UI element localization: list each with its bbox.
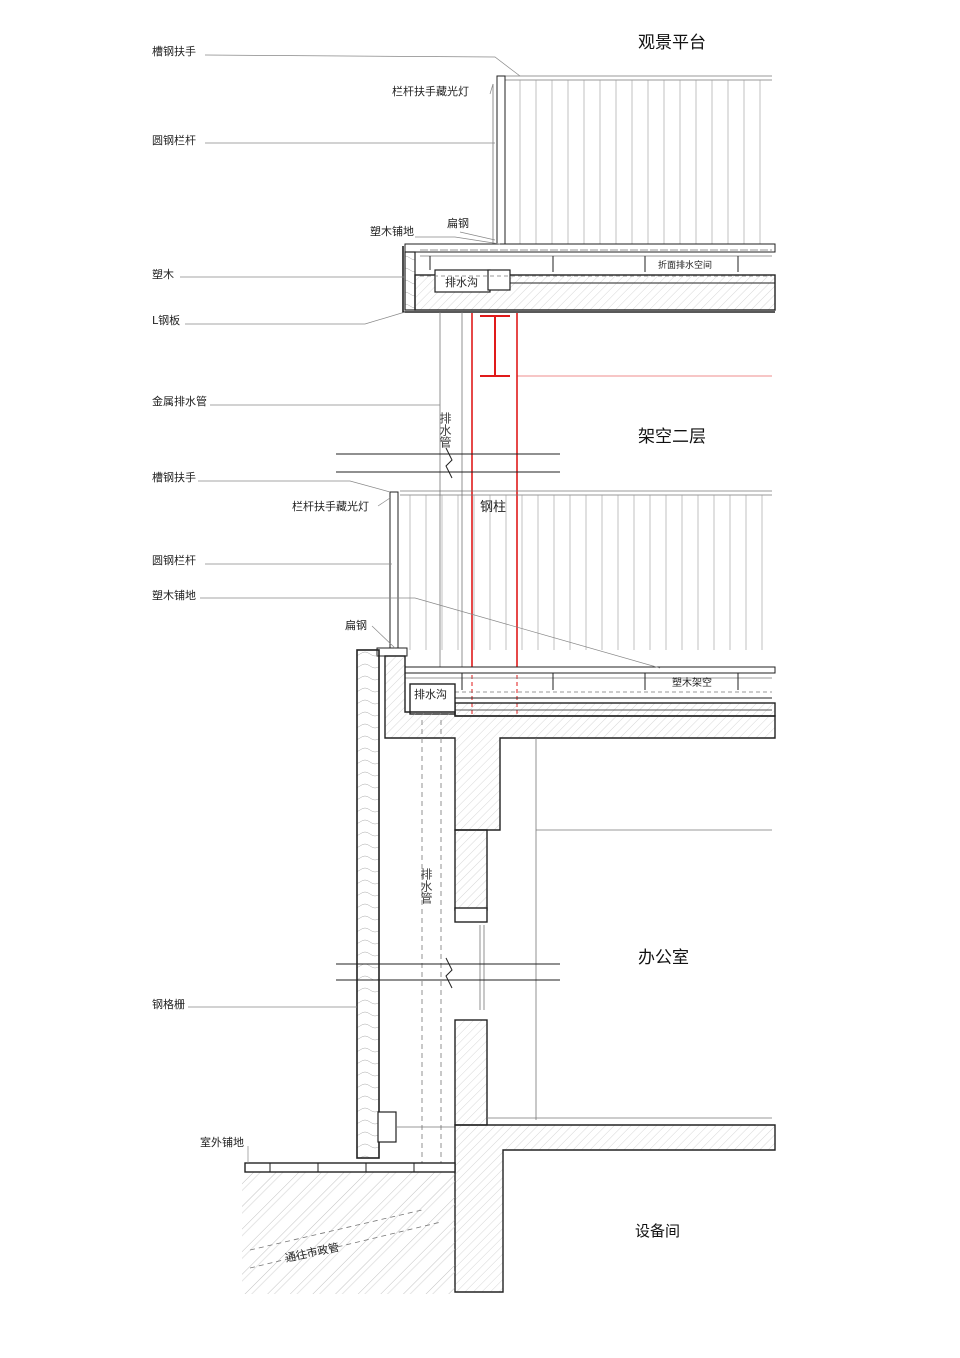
label-channel-handrail-top: 槽钢扶手 bbox=[152, 44, 196, 58]
joist-markers-mid bbox=[461, 673, 739, 690]
drain-pipe-lower bbox=[421, 720, 442, 1170]
room-office: 办公室 bbox=[638, 948, 689, 968]
label-outdoor-paving: 室外铺地 bbox=[200, 1135, 244, 1149]
railing-top bbox=[492, 75, 772, 247]
label-wpc-deck-mid: 塑木铺地 bbox=[152, 588, 196, 602]
room-viewing-platform: 观景平台 bbox=[638, 33, 706, 53]
label-wpc-raised: 塑木架空 bbox=[672, 676, 712, 689]
office-wall bbox=[454, 738, 772, 1126]
label-steel-column: 钢柱 bbox=[480, 500, 506, 515]
label-drain-pipe-lower: 排水管 bbox=[419, 868, 433, 905]
label-handrail-light-top: 栏杆扶手藏光灯 bbox=[392, 84, 469, 98]
label-drain-channel-mid: 排水沟 bbox=[414, 687, 447, 701]
label-wpc-deck-top: 塑木铺地 bbox=[370, 224, 414, 238]
label-handrail-light-mid: 栏杆扶手藏光灯 bbox=[292, 499, 369, 513]
break-line-upper bbox=[336, 447, 560, 479]
ground-slab bbox=[242, 1124, 776, 1294]
middle-slab bbox=[384, 655, 776, 831]
label-drain-channel-top: 排水沟 bbox=[445, 275, 478, 289]
room-equipment: 设备间 bbox=[635, 1222, 680, 1240]
railing-mid bbox=[376, 490, 772, 657]
room-names: 观景平台 架空二层 办公室 设备间 bbox=[635, 33, 706, 1240]
upper-slab bbox=[402, 243, 776, 313]
room-stilt-second-floor: 架空二层 bbox=[638, 427, 706, 447]
label-metal-drain-pipe: 金属排水管 bbox=[152, 394, 207, 408]
label-steel-grille: 钢格栅 bbox=[152, 997, 185, 1011]
drain-pipe-upper bbox=[439, 312, 463, 668]
label-l-steel-plate: L钢板 bbox=[152, 313, 180, 327]
label-fold-drain-space: 折面排水空间 bbox=[658, 259, 712, 271]
label-wpc: 塑木 bbox=[152, 267, 174, 281]
steel-column bbox=[462, 313, 772, 717]
leader-lines bbox=[180, 54, 661, 1163]
label-flat-steel-top: 扁钢 bbox=[447, 217, 469, 230]
label-round-steel-railing-mid: 圆钢栏杆 bbox=[152, 553, 196, 567]
annotation-labels: 槽钢扶手 栏杆扶手藏光灯 圆钢栏杆 塑木铺地 扁钢 塑木 排水沟 折面排水空间 … bbox=[152, 44, 712, 1265]
break-line-lower bbox=[336, 957, 560, 989]
label-round-steel-railing-top: 圆钢栏杆 bbox=[152, 133, 196, 147]
cladding-wall bbox=[356, 649, 455, 1159]
label-flat-steel-mid: 扁钢 bbox=[345, 619, 367, 632]
joist-markers bbox=[429, 256, 739, 272]
label-channel-handrail-mid: 槽钢扶手 bbox=[152, 470, 196, 484]
label-drain-pipe-upper: 排水管 bbox=[438, 412, 452, 449]
